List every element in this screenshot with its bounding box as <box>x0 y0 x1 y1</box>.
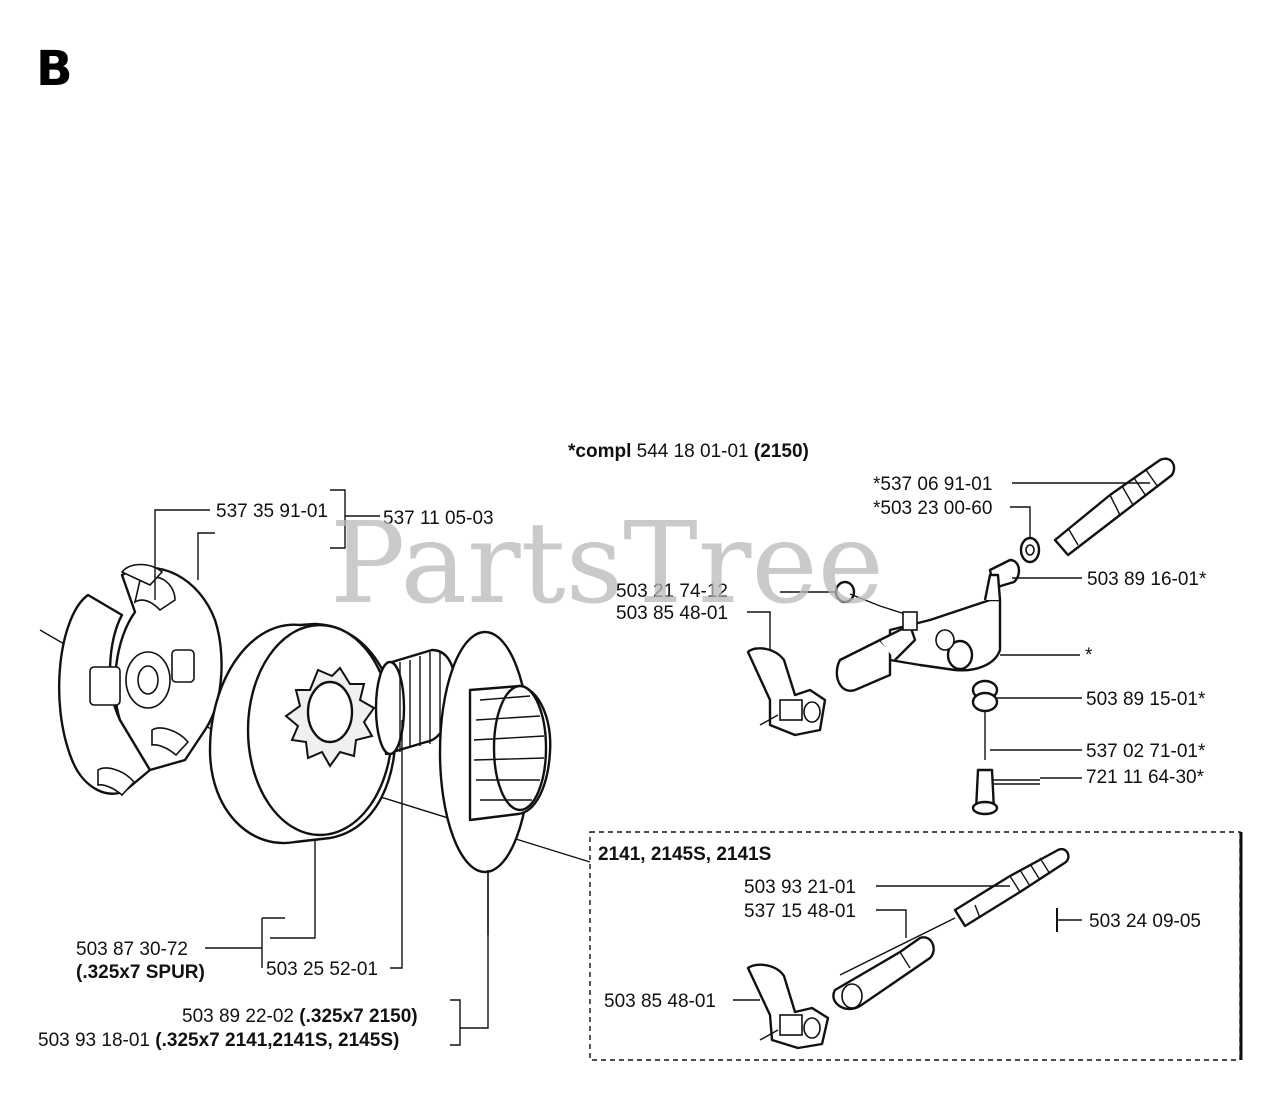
compl-label: *compl 544 18 01-01 (2150) <box>568 441 809 462</box>
pump-piston <box>971 679 1040 816</box>
label-537-35-91-01: 537 35 91-01 <box>216 501 328 522</box>
pump-leader-lines <box>747 482 1150 779</box>
label-537-02-71-01: 537 02 71-01* <box>1086 741 1206 762</box>
label-asterisk: * <box>1085 645 1093 666</box>
variant-shaft <box>839 847 1070 976</box>
variant-leader-lines <box>733 885 1010 1001</box>
label-503-85-48-01-top: 503 85 48-01 <box>616 603 728 624</box>
variant-pin <box>1056 908 1082 932</box>
label-537-15-48-01: 537 15 48-01 <box>744 901 856 922</box>
watermark: PartsTree <box>330 499 884 629</box>
pump-washer <box>1019 536 1041 564</box>
label-503-25-52-01: 503 25 52-01 <box>266 959 378 980</box>
variant-box <box>589 831 1243 1061</box>
clutch-drum <box>208 622 397 845</box>
label-503-87-30-72: 503 87 30-72 <box>76 939 188 960</box>
label-503-24-09-05: 503 24 09-05 <box>1089 911 1201 932</box>
variant-sleeve <box>832 936 935 1011</box>
clutch-leader-lines <box>154 489 489 1046</box>
clutch-shoe-assembly <box>57 563 223 797</box>
label-325x7-spur: (.325x7 SPUR) <box>76 962 205 983</box>
label-503-89-16-01: 503 89 16-01* <box>1087 569 1207 590</box>
label-503-93-18-01: 503 93 18-01 (.325x7 2141,2141S, 2145S) <box>38 1030 399 1051</box>
label-503-21-74-12: 503 21 74-12 <box>616 581 728 602</box>
label-503-85-48-01-bottom: 503 85 48-01 <box>604 991 716 1012</box>
pump-shaft <box>1053 457 1176 557</box>
label-537-06-91-01: *537 06 91-01 <box>873 474 992 495</box>
label-503-93-21-01: 503 93 21-01 <box>744 877 856 898</box>
label-537-11-05-03: 537 11 05-03 <box>383 508 494 529</box>
label-721-11-64-30: 721 11 64-30* <box>1086 767 1205 788</box>
label-503-89-15-01: 503 89 15-01* <box>1086 689 1206 710</box>
pump-connector <box>746 647 827 737</box>
label-503-89-22-02: 503 89 22-02 (.325x7 2150) <box>182 1006 418 1027</box>
variant-connector <box>746 963 830 1050</box>
variant-box-title: 2141, 2145S, 2141S <box>598 844 771 865</box>
section-letter: B <box>36 41 73 97</box>
spur-sprocket <box>438 630 552 874</box>
label-503-23-00-60: *503 23 00-60 <box>873 498 992 519</box>
pump-body <box>835 573 1002 692</box>
